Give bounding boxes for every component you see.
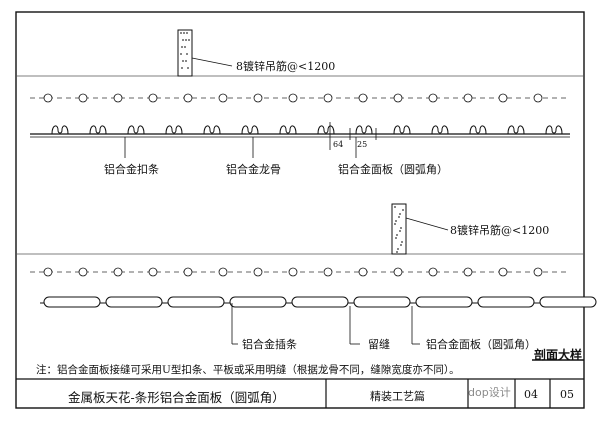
panel-clip bbox=[203, 125, 221, 135]
panel-clip bbox=[89, 125, 107, 135]
panel-label-bottom: 铝合金面板（圆弧角） bbox=[426, 338, 536, 351]
panel-label-top: 铝合金面板（圆弧角） bbox=[338, 163, 448, 176]
keel-hole bbox=[183, 93, 193, 103]
keel-hole bbox=[428, 267, 438, 277]
panel-strip bbox=[167, 296, 225, 308]
watermark-text: dop设计 bbox=[468, 386, 511, 399]
panel-strip bbox=[229, 296, 287, 308]
keel-hole bbox=[533, 267, 543, 277]
keel-hole bbox=[183, 267, 193, 277]
dim-25: 25 bbox=[357, 140, 368, 149]
hanger-rod-bottom bbox=[391, 203, 407, 255]
panel-clip bbox=[393, 125, 411, 135]
keel-hole bbox=[43, 267, 53, 277]
insert-strip-label: 铝合金插条 bbox=[242, 338, 297, 351]
keel-hole bbox=[393, 93, 403, 103]
panel-clip bbox=[127, 125, 145, 135]
panel-strip bbox=[539, 296, 597, 308]
panel-strip bbox=[105, 296, 163, 308]
panel-strip bbox=[477, 296, 535, 308]
hanger-label-top: 8镀锌吊筋@<1200 bbox=[236, 60, 336, 73]
section-bottom bbox=[30, 267, 597, 308]
keel-hole bbox=[218, 93, 228, 103]
panel-clip bbox=[317, 125, 335, 135]
keel-hole bbox=[323, 93, 333, 103]
keel-hole bbox=[463, 267, 473, 277]
panel-clip bbox=[507, 125, 525, 135]
keel-hole bbox=[148, 267, 158, 277]
page-number: 04 bbox=[524, 388, 538, 401]
panel-clip bbox=[51, 125, 69, 135]
keel-label: 铝合金龙骨 bbox=[226, 163, 281, 176]
keel-hole bbox=[463, 93, 473, 103]
section-title: 剖面大样 bbox=[534, 348, 583, 362]
keel-hole bbox=[393, 267, 403, 277]
keel-hole bbox=[253, 267, 263, 277]
keel-hole bbox=[358, 93, 368, 103]
hanger-label-bottom: 8镀锌吊筋@<1200 bbox=[450, 224, 550, 237]
clip-strip-label: 铝合金扣条 bbox=[104, 163, 159, 176]
keel-hole bbox=[113, 267, 123, 277]
section-top bbox=[30, 93, 570, 138]
panel-clip bbox=[165, 125, 183, 135]
drawing-frame bbox=[15, 11, 585, 409]
panel-strip bbox=[353, 296, 411, 308]
title-block bbox=[16, 378, 584, 408]
panel-clip bbox=[241, 125, 259, 135]
keel-hole bbox=[288, 267, 298, 277]
keel-hole bbox=[78, 267, 88, 277]
keel-hole bbox=[148, 93, 158, 103]
gap-label: 留缝 bbox=[368, 338, 390, 351]
dim-64: 64 bbox=[333, 140, 344, 149]
keel-hole bbox=[323, 267, 333, 277]
drawing-title: 金属板天花-条形铝合金面板（圆弧角） bbox=[68, 390, 285, 405]
panel-clip bbox=[431, 125, 449, 135]
note-text: 注：铝合金面板接缝可采用U型扣条、平板或采用明缝（根据龙骨不同，缝隙宽度亦不同）… bbox=[36, 364, 460, 376]
keel-hole bbox=[358, 267, 368, 277]
keel-hole bbox=[253, 93, 263, 103]
dimension-marks bbox=[329, 122, 377, 150]
category-label: 精装工艺篇 bbox=[370, 390, 425, 403]
panel-clip bbox=[279, 125, 297, 135]
panel-strip bbox=[43, 296, 101, 308]
panel-clip bbox=[355, 125, 373, 135]
panel-strip bbox=[291, 296, 349, 308]
keel-hole bbox=[498, 267, 508, 277]
keel-hole bbox=[498, 93, 508, 103]
keel-hole bbox=[533, 93, 543, 103]
keel-hole bbox=[78, 93, 88, 103]
panel-clip bbox=[469, 125, 487, 135]
hanger-rod-top bbox=[177, 29, 193, 77]
panel-clip bbox=[545, 125, 563, 135]
keel-hole bbox=[218, 267, 228, 277]
keel-hole bbox=[43, 93, 53, 103]
sheet-number: 05 bbox=[560, 388, 574, 401]
keel-hole bbox=[428, 93, 438, 103]
panel-strip bbox=[415, 296, 473, 308]
keel-hole bbox=[288, 93, 298, 103]
keel-hole bbox=[113, 93, 123, 103]
